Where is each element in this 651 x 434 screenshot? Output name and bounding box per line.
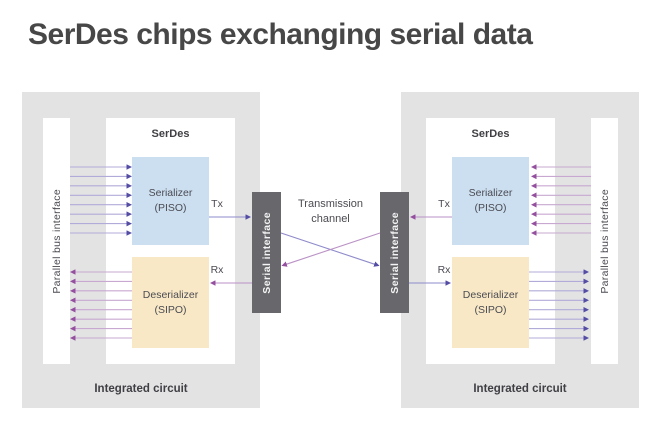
serializer-left-label-line2: (PISO): [154, 202, 187, 214]
page-title: SerDes chips exchanging serial data: [28, 18, 533, 51]
parallel-bus-interface-right: Parallel bus interface: [591, 118, 618, 364]
deserializer-left-label-line2: (SIPO): [154, 303, 187, 316]
serial-interface-right-label: Serial interface: [388, 211, 401, 294]
channel-wire-left-to-right: [280, 232, 380, 267]
tx-label-left: Tx: [211, 198, 223, 210]
channel-wire-right-to-left: [281, 232, 381, 267]
serdes-label-right: SerDes: [471, 128, 510, 140]
rx-label-right: Rx: [437, 264, 451, 276]
tx-label-right: Tx: [438, 198, 450, 210]
serializer-left-label-line1: Serializer: [148, 187, 193, 199]
serial-interface-left: Serial interface: [252, 192, 281, 313]
rx-label-left: Rx: [210, 264, 224, 276]
deserializer-left: Deserializer (SIPO): [132, 257, 209, 348]
serializer-right: Serializer (PISO): [452, 157, 529, 245]
serializer-right-label-line2: (PISO): [474, 202, 507, 214]
parallel-bus-interface-left-label: Parallel bus interface: [50, 188, 63, 294]
serializer-left: Serializer (PISO): [132, 157, 209, 245]
integrated-circuit-right-label: Integrated circuit: [473, 383, 567, 395]
parallel-bus-interface-right-label: Parallel bus interface: [598, 188, 611, 294]
serial-interface-left-label: Serial interface: [260, 211, 273, 294]
integrated-circuit-left-label: Integrated circuit: [94, 383, 188, 395]
deserializer-right-label-line1: Deserializer: [462, 288, 519, 301]
deserializer-left-label-line1: Deserializer: [142, 288, 199, 301]
deserializer-right: Deserializer (SIPO): [452, 257, 529, 348]
transmission-channel-label: Transmission channel: [298, 198, 363, 225]
deserializer-right-label-line2: (SIPO): [474, 303, 507, 316]
serdes-label-left: SerDes: [151, 128, 190, 140]
parallel-bus-interface-left: Parallel bus interface: [43, 118, 70, 364]
serializer-right-label-line1: Serializer: [468, 187, 513, 199]
serial-interface-right: Serial interface: [380, 192, 409, 313]
